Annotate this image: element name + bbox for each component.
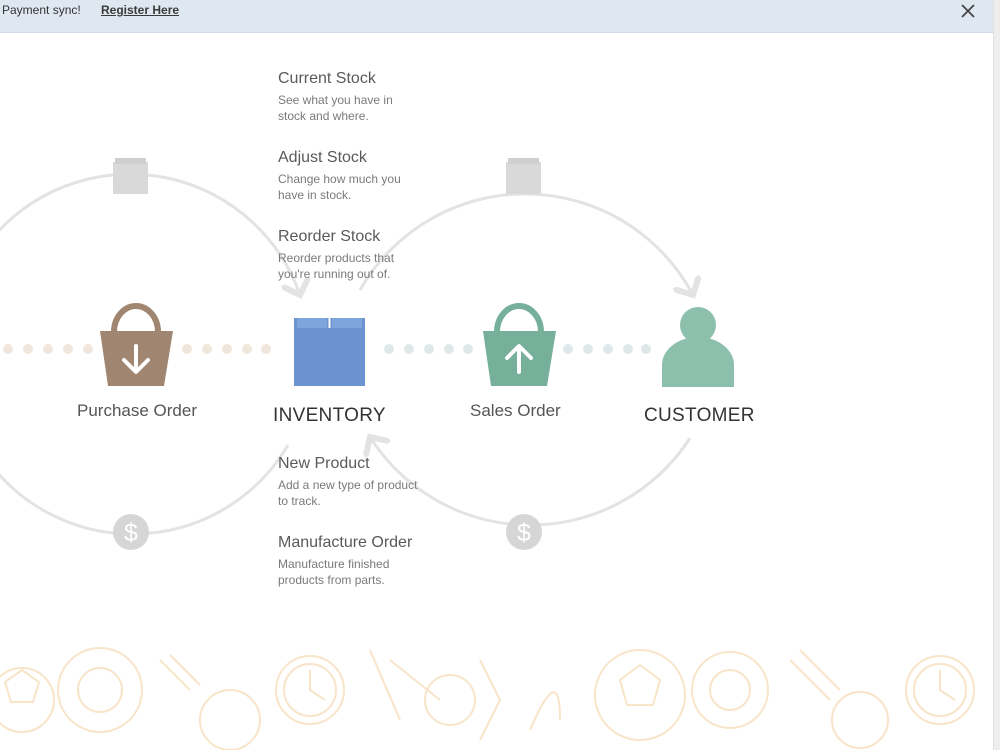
inventory-box-icon: [294, 318, 365, 386]
connector-dots-purchase-inventory: [182, 344, 271, 354]
workflow-diagram: $ $: [0, 158, 975, 750]
sales-order-label[interactable]: Sales Order: [470, 401, 561, 420]
connector-dots-sales-customer: [563, 344, 651, 354]
customer-label[interactable]: CUSTOMER: [644, 405, 755, 426]
svg-text:$: $: [124, 519, 138, 547]
action-title: Reorder Stock: [278, 228, 381, 245]
box-icon: [113, 158, 148, 194]
action-reorder-stock[interactable]: Reorder Stock Reorder products that you'…: [278, 227, 448, 282]
action-manufacture-order[interactable]: Manufacture Order Manufacture finished p…: [278, 533, 448, 588]
register-link[interactable]: Register Here: [101, 3, 180, 17]
connector-dots-left: [3, 344, 93, 354]
dollar-icon: $: [506, 514, 542, 550]
box-icon: [506, 158, 541, 194]
action-title: New Product: [278, 455, 370, 472]
sales-order-bag-icon: [483, 303, 556, 386]
action-title: Adjust Stock: [278, 149, 367, 166]
banner-message: Payment sync!: [2, 3, 81, 17]
action-description: Manufacture finished products from parts…: [278, 557, 390, 587]
action-description: See what you have in stock and where.: [278, 93, 393, 123]
purchase-order-bag-icon: [100, 303, 173, 386]
action-description: Change how much you have in stock.: [278, 172, 401, 202]
action-title: Manufacture Order: [278, 534, 413, 551]
purchase-cycle-arc-top: [0, 172, 300, 295]
purchase-order-label[interactable]: Purchase Order: [77, 401, 197, 420]
scrollbar[interactable]: [993, 0, 1000, 750]
arrow-up-icon: [505, 344, 533, 374]
customer-person-icon: [662, 307, 734, 387]
dollar-icon: $: [113, 514, 149, 550]
connector-dots-inventory-sales: [384, 344, 473, 354]
notification-banner: Payment sync! Register Here: [0, 0, 993, 33]
action-adjust-stock[interactable]: Adjust Stock Change how much you have in…: [278, 148, 448, 203]
decorative-pattern: [0, 647, 975, 750]
action-current-stock[interactable]: Current Stock See what you have in stock…: [278, 69, 448, 124]
action-description: Reorder products that you're running out…: [278, 251, 395, 281]
close-icon[interactable]: [958, 1, 978, 21]
action-title: Current Stock: [278, 70, 376, 87]
svg-text:$: $: [517, 519, 531, 547]
inventory-label[interactable]: INVENTORY: [273, 405, 386, 426]
action-new-product[interactable]: New Product Add a new type of product to…: [278, 454, 448, 509]
sales-cycle-arc-top: [358, 192, 693, 295]
action-description: Add a new type of product to track.: [278, 478, 418, 508]
arrow-down-icon: [122, 344, 150, 374]
